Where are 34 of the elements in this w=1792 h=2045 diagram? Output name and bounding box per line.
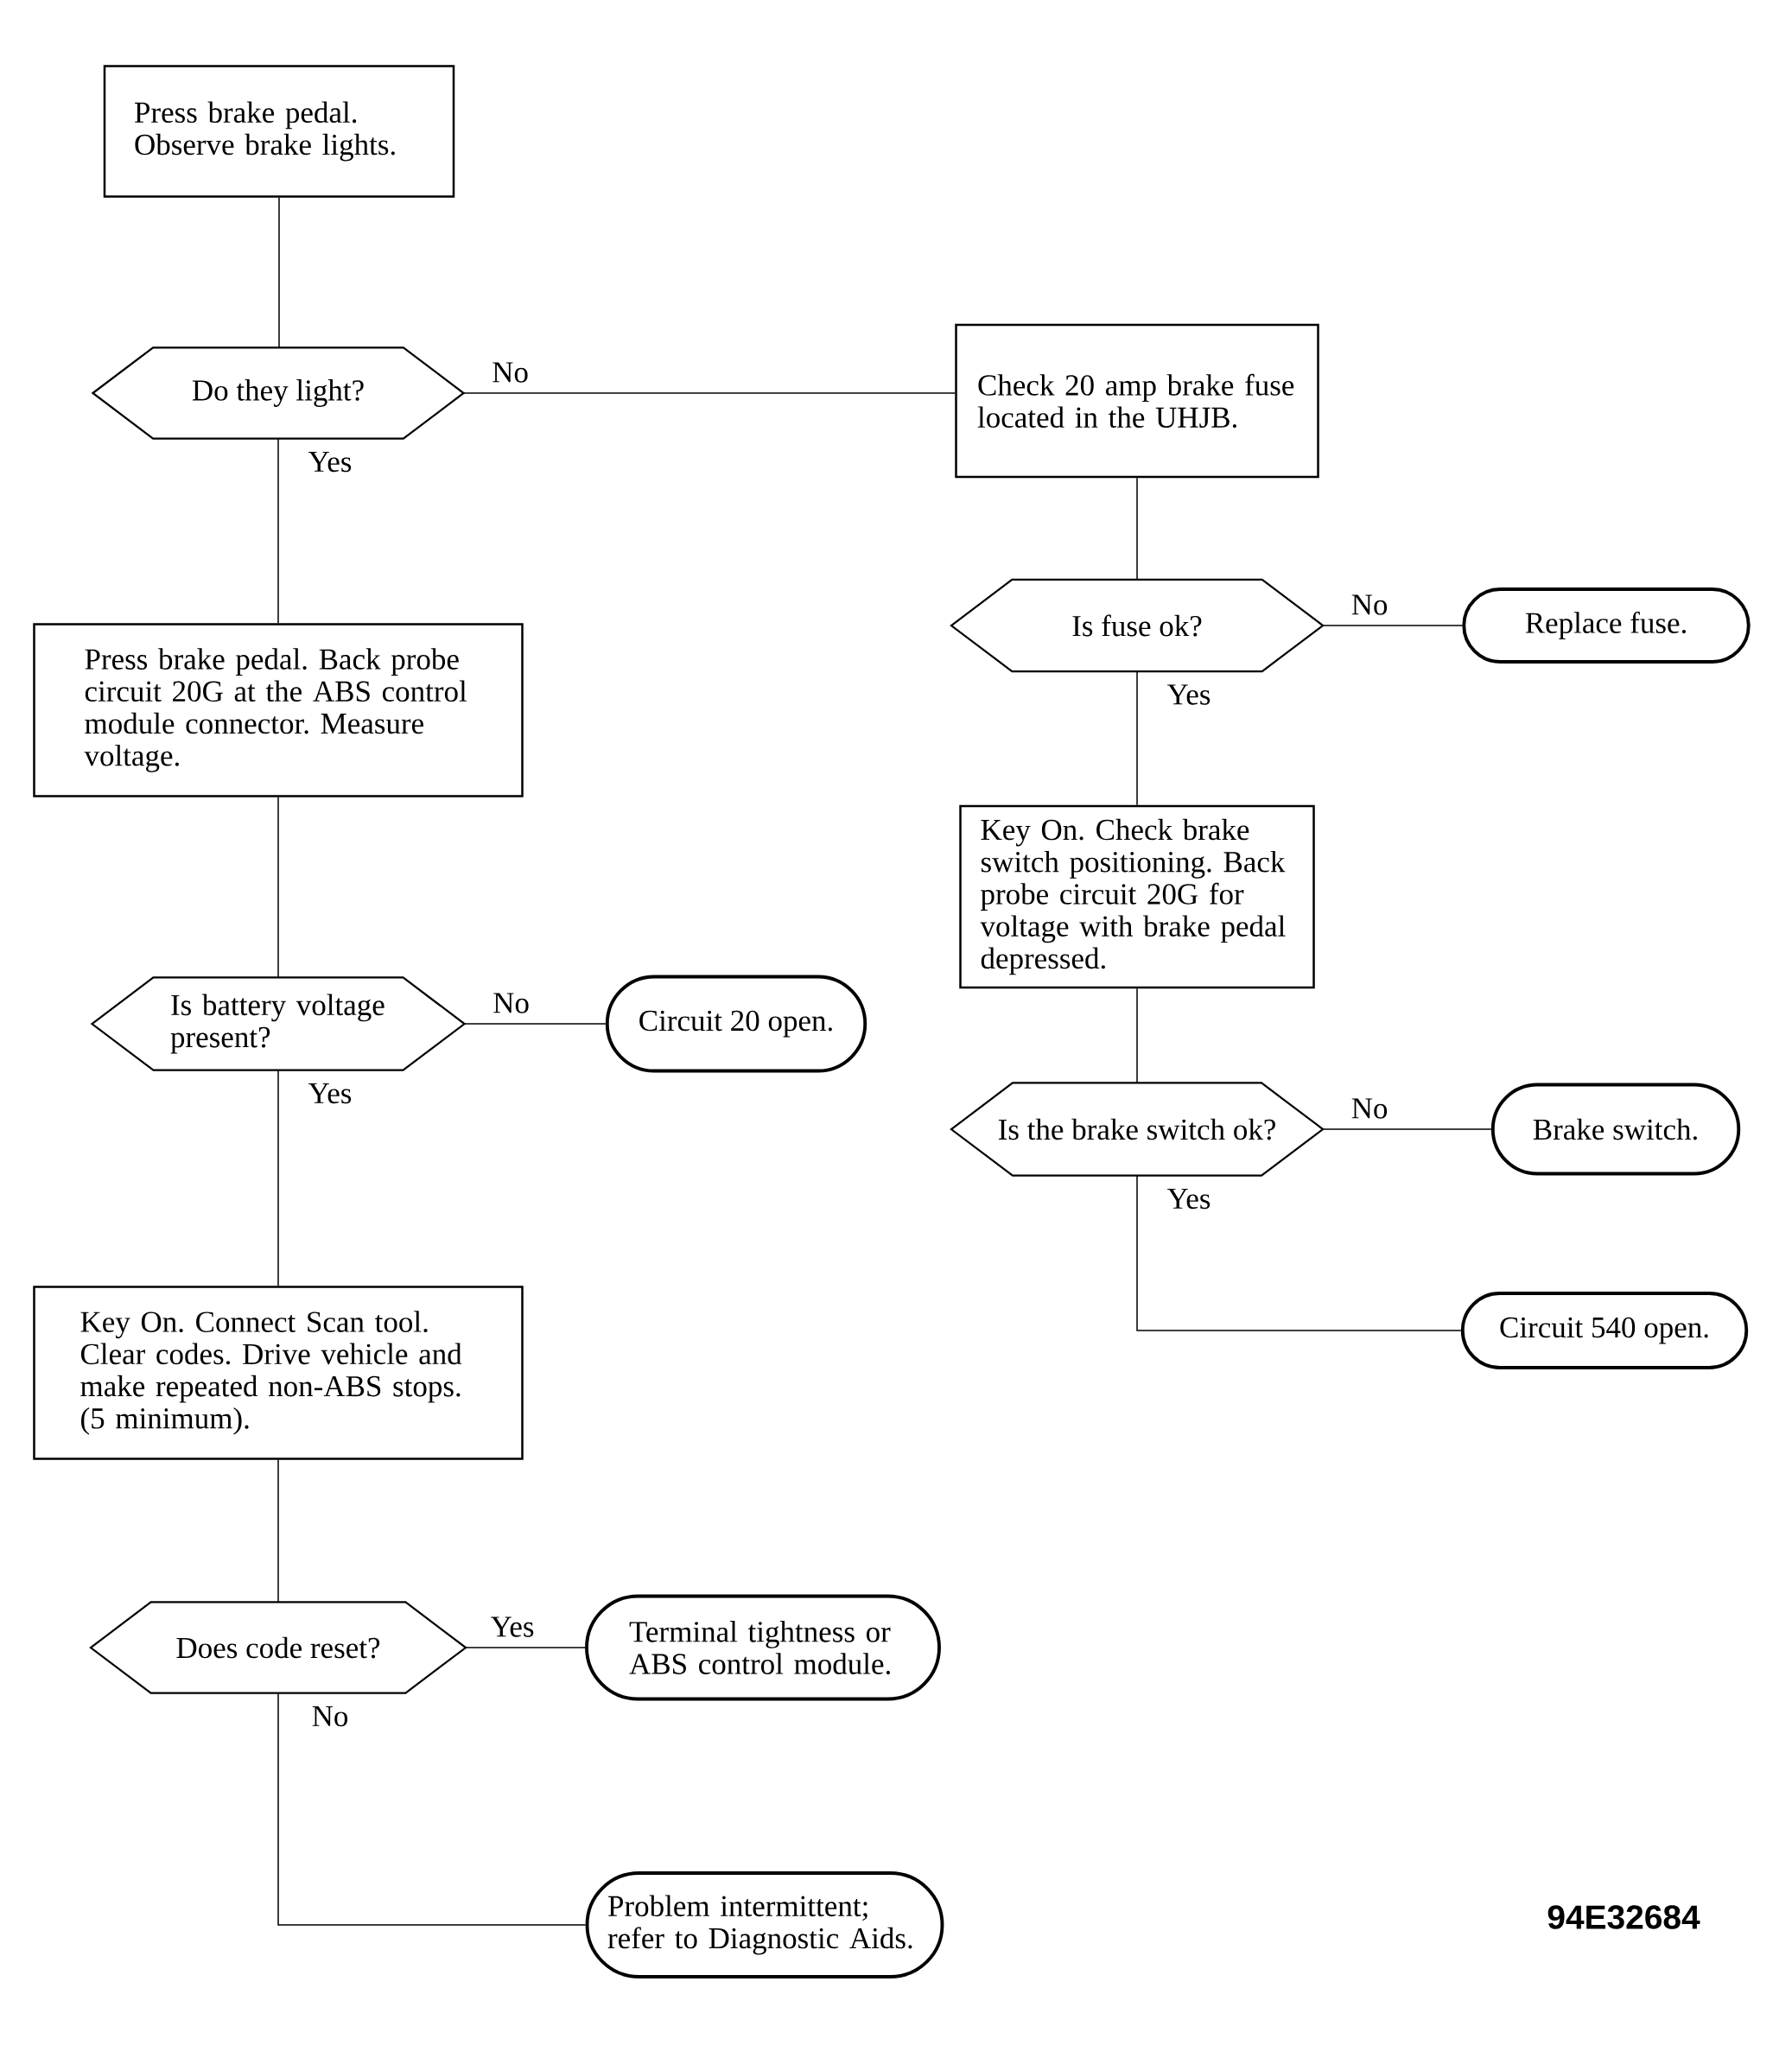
process-box: Key On. Check brake switch positioning. Back probe circuit 20G for voltage with brake pedal depressed.	[959, 804, 1315, 989]
figure-number: 94E32684	[1547, 1905, 1700, 1929]
edge-label: No	[1351, 1098, 1388, 1119]
connector-line	[1136, 670, 1138, 806]
edge-label: Yes	[308, 451, 352, 473]
edge-label: Yes	[1166, 684, 1211, 705]
edge-label: No	[492, 362, 528, 383]
connector-line	[1136, 988, 1138, 1084]
connector-line	[277, 1692, 587, 1926]
connector-line	[277, 437, 279, 625]
process-box: Press brake pedal. Back probe circuit 20G at the ABS control module connector. Measure voltage.	[33, 623, 524, 797]
decision-hexagon: Does code reset?	[89, 1601, 467, 1694]
connector-line	[1136, 1174, 1462, 1331]
edge-label: No	[1351, 594, 1388, 615]
connector-line	[1322, 625, 1464, 626]
edge-label: No	[312, 1705, 348, 1727]
process-box: Press brake pedal. Observe brake lights.	[103, 65, 455, 198]
edge-label: Yes	[1166, 1188, 1211, 1210]
connector-line	[465, 1647, 586, 1648]
process-box: Check 20 amp brake fuse located in the UHJB.	[955, 323, 1319, 479]
edge-label: No	[493, 993, 529, 1013]
connector-line	[277, 1069, 279, 1287]
edge-label: Yes	[308, 1083, 352, 1104]
connector-line	[278, 197, 280, 349]
connector-line	[1322, 1128, 1492, 1130]
decision-hexagon: Is fuse ok?	[950, 578, 1325, 673]
process-box: Key On. Connect Scan tool. Clear codes. Drive vehicle and make repeated non-ABS stops. (5 minimum).	[33, 1286, 524, 1460]
edge-label: Yes	[491, 1616, 534, 1637]
connector-line	[462, 392, 956, 394]
connector-line	[463, 1023, 607, 1025]
decision-hexagon: Is the brake switch ok?	[950, 1082, 1325, 1177]
connector-line	[277, 1459, 279, 1604]
connector-line	[1136, 477, 1138, 581]
connector-line	[277, 797, 279, 979]
